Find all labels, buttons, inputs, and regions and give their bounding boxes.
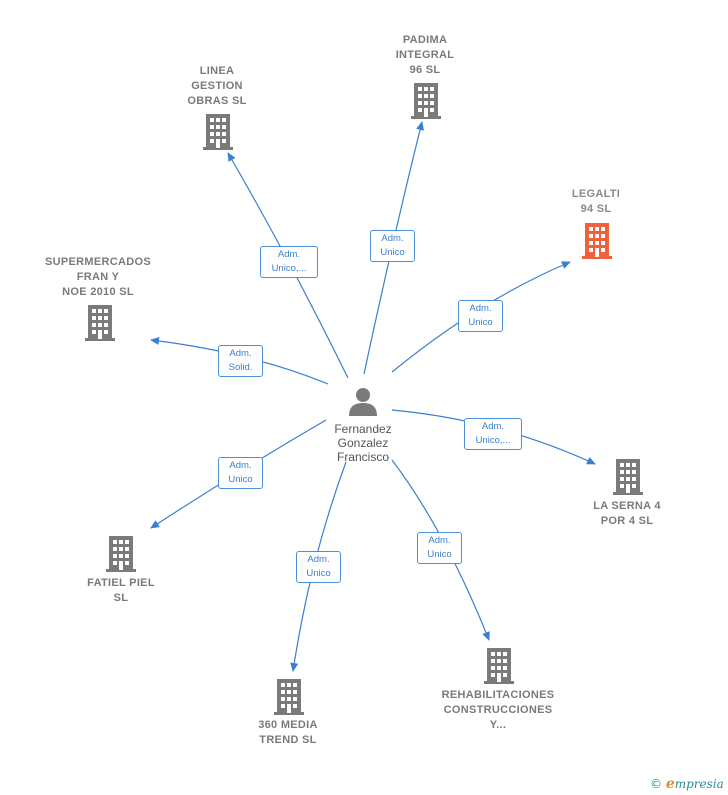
role-label-fatiel[interactable]: Adm. Unico xyxy=(218,457,263,489)
company-name-legalti[interactable]: LEGALTI 94 SL xyxy=(571,188,621,215)
building-icon-laserna[interactable] xyxy=(613,459,643,495)
company-name-fatiel[interactable]: FATIEL PIEL SL xyxy=(87,577,155,604)
role-label-supermercados[interactable]: Adm. Solid. xyxy=(218,345,263,377)
company-name-linea[interactable]: LINEA GESTION OBRAS SL xyxy=(187,65,247,107)
building-icon-supermercados[interactable] xyxy=(85,305,115,341)
company-name-rehabilitaciones[interactable]: REHABILITACIONES CONSTRUCCIONES Y... xyxy=(441,689,555,731)
company-name-laserna[interactable]: LA SERNA 4 POR 4 SL xyxy=(593,500,661,527)
building-icon-legalti[interactable] xyxy=(582,223,612,259)
person-name[interactable]: Fernandez Gonzalez Francisco xyxy=(334,422,392,464)
company-name-360media[interactable]: 360 MEDIA TREND SL xyxy=(258,719,318,746)
company-name-padima[interactable]: PADIMA INTEGRAL 96 SL xyxy=(395,34,455,76)
building-icon-360media[interactable] xyxy=(274,679,304,715)
building-icon-rehabilitaciones[interactable] xyxy=(484,648,514,684)
role-label-rehabilitaciones[interactable]: Adm. Unico xyxy=(417,532,462,564)
company-name-supermercados[interactable]: SUPERMERCADOS FRAN Y NOE 2010 SL xyxy=(45,256,151,298)
brand-initial: e xyxy=(665,776,675,792)
role-label-linea[interactable]: Adm. Unico,... xyxy=(260,246,318,278)
copyright-symbol: © xyxy=(650,777,662,791)
building-icon-padima[interactable] xyxy=(411,83,441,119)
building-icon-linea[interactable] xyxy=(203,114,233,150)
building-icon-fatiel[interactable] xyxy=(106,536,136,572)
person-icon[interactable] xyxy=(347,385,379,417)
role-label-360media[interactable]: Adm. Unico xyxy=(296,551,341,583)
role-label-legalti[interactable]: Adm. Unico xyxy=(458,300,503,332)
brand-name: mpresia xyxy=(674,777,724,791)
role-label-padima[interactable]: Adm. Unico xyxy=(370,230,415,262)
empresia-logo: © empresia xyxy=(650,776,724,792)
role-label-laserna[interactable]: Adm. Unico,... xyxy=(464,418,522,450)
